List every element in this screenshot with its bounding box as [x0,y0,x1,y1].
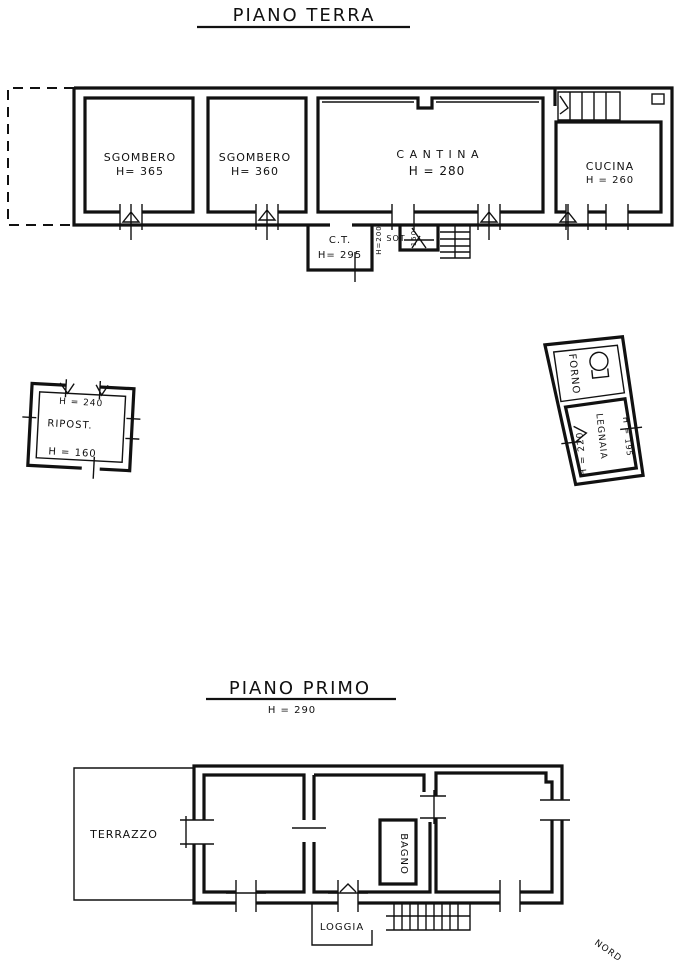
bagno-wall [378,818,418,886]
sot-label: SOT [386,234,405,243]
forno-legnaia-building: FORNO LEGNAIA H = 220 H = 195 [542,334,645,487]
terrazzo-label: TERRAZZO [89,828,158,841]
ct-label: C.T. [329,235,351,246]
forno-label: FORNO [566,353,581,395]
cucina-room-wall [554,120,663,214]
ground-floor-title: PIANO TERRA [233,5,376,26]
loggia-label: LOGGIA [320,922,364,933]
ground-floor-stair-top [557,91,665,121]
sgombero-1-label: SGOMBERO [104,151,176,164]
first-floor-door-jambs [180,790,570,912]
ripostiglio-height-bottom: H = 160 [48,446,97,460]
first-floor-height: H = 290 [268,705,316,716]
sot-height-left: H=200 [375,225,383,255]
first-floor-outer-wall [192,764,564,905]
sgombero-room-1-wall [83,96,195,214]
ct-height: H= 295 [318,250,362,261]
cantina-label: C A N T I N A [396,148,479,161]
first-floor-door-openings [188,796,566,908]
sgombero-2-label: SGOMBERO [219,151,291,164]
ct-room-wall [306,225,374,272]
first-floor-room-3-wall [434,771,554,894]
first-floor-room-2-wall [312,773,432,894]
ripostiglio-label: RIPOST. [47,418,93,431]
ground-floor-plan: SGOMBERO H= 365 SGOMBERO H= 360 C A N T … [7,86,674,282]
first-floor-room-1-wall [202,773,306,894]
bagno-label: BAGNO [398,833,409,875]
sot-height-right: 150 [410,230,418,246]
ground-floor-door-openings [120,206,628,232]
cucina-height: H = 260 [586,175,634,186]
legnaia-label: LEGNAIA [593,413,608,460]
first-floor-title: PIANO PRIMO [229,678,371,699]
cantina-height: H = 280 [409,164,466,178]
ground-floor-level-arrows [121,204,578,282]
sgombero-room-2-wall [206,96,308,214]
compass-north-label: NORD [592,938,623,960]
legnaia-height-left: H = 220 [575,431,590,476]
sgombero-2-height: H= 360 [231,165,279,178]
ripostiglio-height-top: H = 240 [59,397,104,409]
ripostiglio-building: H = 240 RIPOST. H = 160 [22,379,141,479]
loggia-outline [311,903,373,946]
cucina-label: CUCINA [586,160,634,173]
sgombero-1-height: H= 365 [116,165,164,178]
ground-floor-door-jambs [119,204,629,230]
ground-floor-outer-wall [72,86,674,227]
sottoscala-wall [398,225,440,252]
terrazzo-outline [73,767,194,901]
first-floor-plan: TERRAZZO BAGNO LOGGIA [73,764,570,946]
sottoscala-inner [404,227,434,249]
ground-floor-stair-bottom [440,224,471,259]
first-floor-stair [386,902,471,931]
ground-floor-dashed-boundary [7,87,74,226]
legnaia-height-right: H = 195 [621,416,634,457]
